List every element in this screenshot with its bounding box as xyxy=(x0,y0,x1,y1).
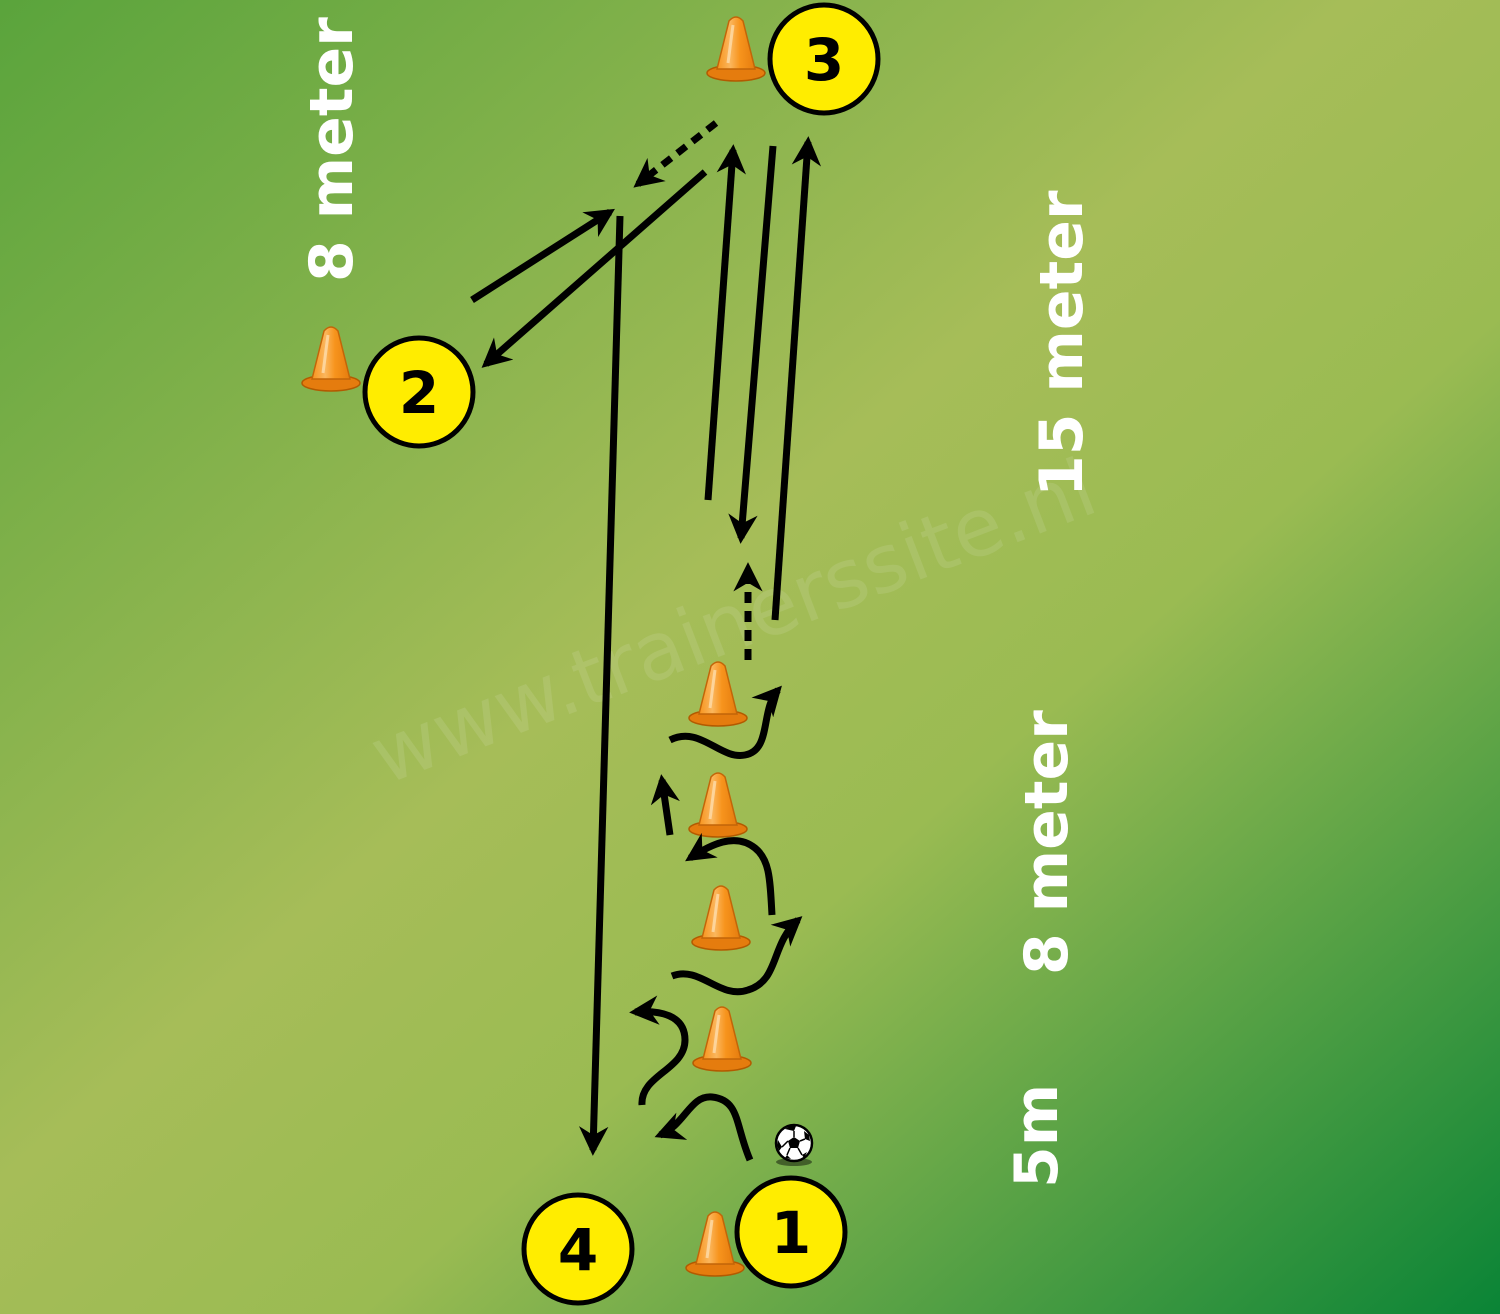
player-4: 4 xyxy=(521,1192,635,1306)
distance-label-right-lower: 5m xyxy=(1002,1084,1072,1188)
distance-label-top-left: 8 meter xyxy=(297,17,367,282)
player-4-label: 4 xyxy=(558,1216,598,1284)
player-1: 1 xyxy=(734,1175,848,1289)
player-3: 3 xyxy=(767,2,881,116)
distance-label-right-upper: 15 meter xyxy=(1027,190,1097,497)
pass-line xyxy=(481,169,708,368)
player-3-label: 3 xyxy=(804,26,844,94)
dribble-line xyxy=(668,685,782,759)
player-2-label: 2 xyxy=(399,359,439,427)
distance-label-right-middle: 8 meter xyxy=(1012,710,1082,975)
pass-line-dashed xyxy=(633,120,719,188)
run-line xyxy=(771,136,822,621)
pass-line xyxy=(470,208,615,303)
dribble-line xyxy=(670,916,803,996)
player-2: 2 xyxy=(362,335,476,449)
run-line xyxy=(728,145,777,544)
dribble-line xyxy=(685,832,776,916)
player-1-label: 1 xyxy=(771,1199,811,1267)
dribble-line xyxy=(650,774,680,836)
dribble-line xyxy=(654,1093,754,1162)
ball-icon xyxy=(774,1123,814,1166)
dribble-line xyxy=(629,995,689,1106)
run-line xyxy=(578,215,624,1156)
run-line xyxy=(704,144,746,501)
